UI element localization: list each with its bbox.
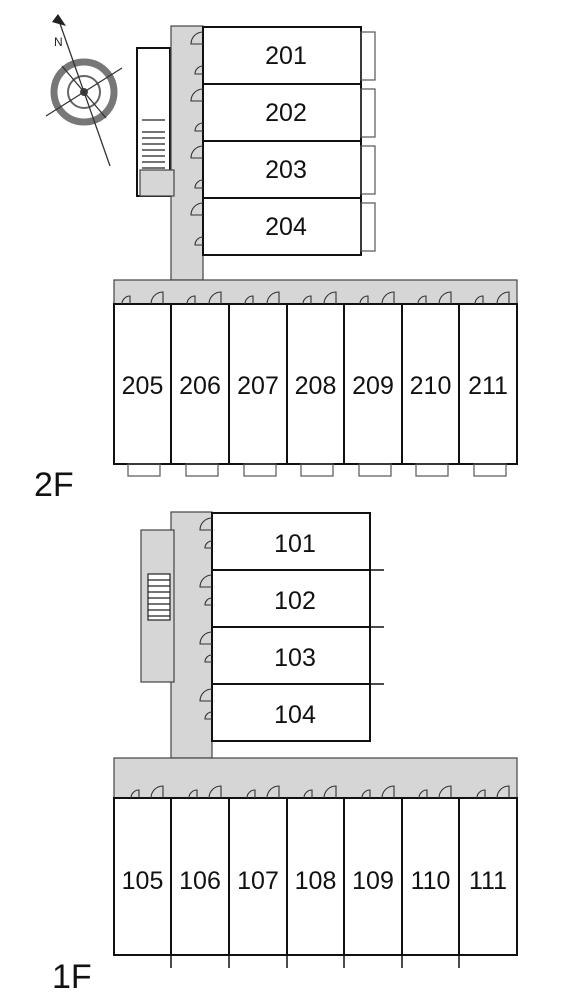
unit-104: 104 (211, 683, 371, 742)
unit-number: 108 (295, 867, 337, 895)
floor-1f-plan: 101 102 103 104 (52, 511, 518, 996)
unit-201: 201 (202, 26, 362, 85)
unit-number: 111 (469, 867, 507, 895)
unit-106: 106 (170, 797, 230, 956)
unit-105: 105 (113, 797, 172, 956)
door-swing-icon (199, 517, 213, 720)
floor-label-1f: 1F (52, 958, 92, 996)
unit-211: 211 (458, 303, 518, 465)
staircase-icon (142, 119, 165, 175)
balconies-2f-lower (127, 463, 507, 477)
unit-203: 203 (202, 140, 362, 199)
corridor-2f-vertical (170, 25, 204, 281)
staircase-icon (147, 573, 171, 621)
unit-number: 204 (265, 213, 307, 241)
corridor-2f-horizontal (113, 279, 518, 305)
door-swing-icon (130, 785, 510, 799)
corridor-1f-vertical (170, 511, 213, 759)
door-swing-icon (121, 291, 510, 305)
unit-number: 203 (265, 156, 307, 184)
balconies-2f-upper (360, 31, 376, 252)
unit-205: 205 (113, 303, 172, 465)
unit-number: 109 (352, 867, 394, 895)
unit-number: 105 (122, 867, 164, 895)
unit-number: 107 (237, 867, 279, 895)
corridor-1f-horizontal (113, 757, 518, 799)
unit-107: 107 (228, 797, 288, 956)
unit-206: 206 (170, 303, 230, 465)
unit-number: 210 (410, 372, 452, 400)
unit-110: 110 (401, 797, 460, 956)
partition-lines-1f (370, 569, 384, 685)
floor-2f-plan: 201 202 203 204 (34, 25, 518, 504)
unit-103: 103 (211, 626, 371, 685)
unit-number: 209 (352, 372, 394, 400)
svg-text:N: N (54, 35, 63, 49)
unit-210: 210 (401, 303, 460, 465)
unit-number: 202 (265, 99, 307, 127)
unit-109: 109 (343, 797, 403, 956)
unit-108: 108 (286, 797, 345, 956)
unit-102: 102 (211, 569, 371, 628)
door-swing-icon (190, 31, 204, 246)
landing-2f (139, 169, 175, 197)
unit-101: 101 (211, 512, 371, 571)
unit-number: 101 (274, 530, 316, 558)
unit-208: 208 (286, 303, 345, 465)
unit-number: 207 (237, 372, 279, 400)
unit-number: 201 (265, 42, 307, 70)
unit-number: 211 (468, 372, 508, 400)
unit-111: 111 (458, 797, 518, 956)
unit-number: 103 (274, 644, 316, 672)
unit-number: 208 (295, 372, 337, 400)
partition-lines-1f-bottom (170, 955, 460, 968)
unit-number: 205 (122, 372, 164, 400)
unit-number: 206 (179, 372, 221, 400)
unit-209: 209 (343, 303, 403, 465)
compass-icon: N (45, 14, 123, 167)
unit-204: 204 (202, 197, 362, 256)
unit-number: 110 (411, 867, 451, 895)
floor-label-2f: 2F (34, 466, 74, 504)
unit-number: 104 (274, 701, 316, 729)
unit-number: 106 (179, 867, 221, 895)
unit-207: 207 (228, 303, 288, 465)
unit-202: 202 (202, 83, 362, 142)
unit-number: 102 (274, 587, 316, 615)
